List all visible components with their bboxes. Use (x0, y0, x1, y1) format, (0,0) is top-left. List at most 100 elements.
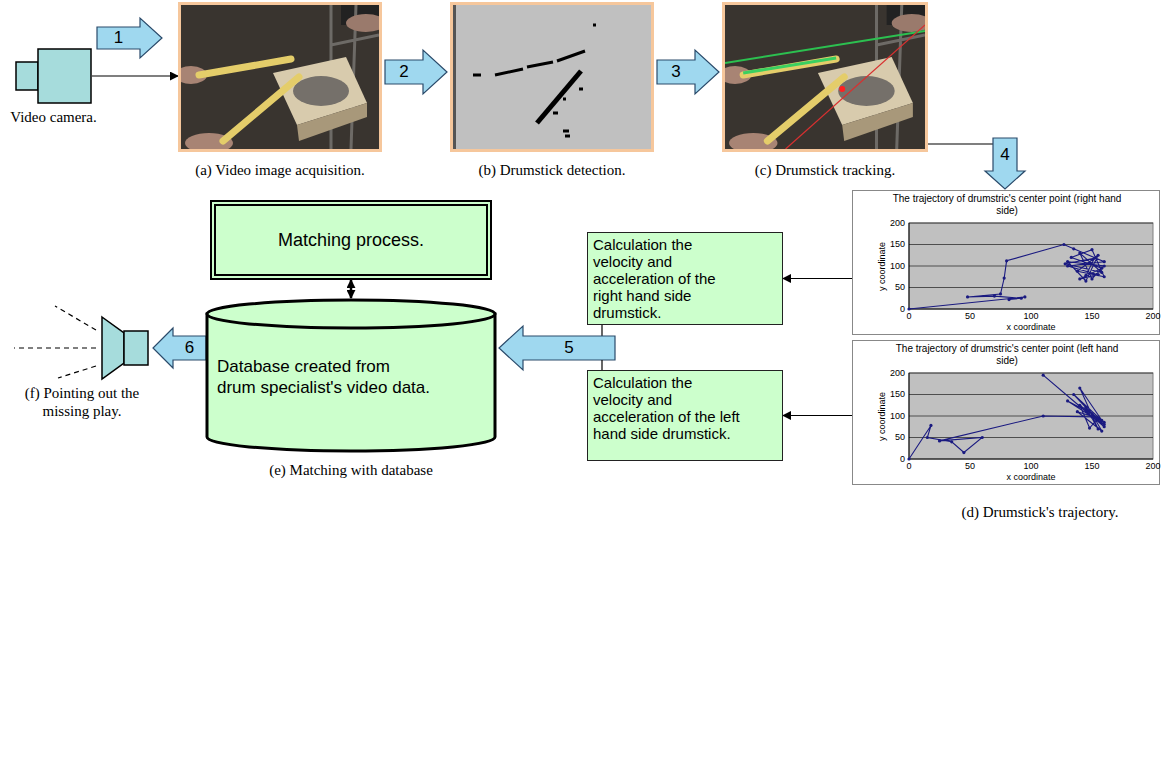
trajectory-point (1100, 271, 1103, 274)
database-text: Database created from drum specialist's … (217, 356, 432, 398)
trajectory-chart: The trajectory of drumstric's center poi… (852, 190, 1160, 335)
connector-line (601, 360, 602, 370)
axis-tick: 200 (890, 368, 905, 379)
axis-tick: 0 (906, 311, 911, 322)
flow-arrow (92, 18, 178, 76)
svg-polygon (102, 317, 124, 379)
connector-line (928, 143, 993, 144)
trajectory-point (907, 307, 910, 310)
step-number: 2 (398, 63, 409, 81)
svg-rect (124, 331, 148, 365)
trajectory-point (1093, 257, 1096, 260)
axis-tick: 100 (1023, 461, 1038, 472)
step-number: 6 (184, 339, 195, 357)
grid-line (909, 373, 1153, 374)
trajectory-point (1100, 429, 1103, 432)
trajectory-point (926, 436, 929, 439)
cylinder-top (207, 300, 495, 328)
block-arrow (499, 326, 615, 370)
shape-rect (453, 5, 651, 149)
axis-tick: 100 (890, 411, 905, 422)
connector-line (92, 75, 178, 76)
connector-line (350, 280, 353, 298)
trajectory-point (1062, 243, 1065, 246)
trajectory-point (966, 295, 969, 298)
trajectory-line (909, 245, 1104, 310)
video-frame: (a) Video image acquisition. (178, 2, 382, 152)
axis-tick: 50 (895, 432, 905, 443)
trajectory-point (1020, 297, 1023, 300)
trajectory-point (1007, 298, 1010, 301)
axis-tick: 0 (900, 304, 905, 315)
trajectory-point (1100, 267, 1103, 270)
trajectory-point (1066, 399, 1069, 402)
grid-line (909, 437, 1153, 438)
grid-line (909, 416, 1153, 417)
shape-polygon (297, 103, 367, 141)
trajectory-point (1003, 276, 1006, 279)
trajectory-point (1100, 419, 1103, 422)
flow-arrow (928, 138, 1025, 189)
trajectory-point (1103, 421, 1106, 424)
shape-line (743, 58, 836, 73)
trajectory-chart: The trajectory of drumstric's center poi… (852, 340, 1160, 485)
trajectory-point (1097, 427, 1100, 430)
chart-title: The trajectory of drumstric's center poi… (887, 193, 1127, 217)
shape-line (199, 59, 291, 75)
shape-line (786, 25, 925, 149)
block-arrow (97, 18, 162, 58)
process-box: Matching process. (210, 200, 492, 280)
process-text: Matching process. (278, 229, 424, 251)
step-number: 4 (999, 146, 1010, 164)
speaker-icon (100, 315, 150, 381)
trajectory-point (1066, 260, 1069, 263)
axis-tick: 200 (1145, 461, 1160, 472)
connector-line (783, 415, 852, 416)
step-number: 3 (670, 63, 681, 81)
caption: (e) Matching with database (269, 461, 433, 479)
axis-tick: 150 (1084, 311, 1099, 322)
block-arrow (985, 138, 1025, 189)
connector-line (783, 278, 852, 279)
axis-tick: 50 (895, 282, 905, 293)
grid-line (909, 394, 1153, 395)
trajectory-point (1090, 277, 1093, 280)
trajectory-point (1078, 252, 1081, 255)
trajectory-point (962, 451, 965, 454)
trajectory-point (1066, 264, 1069, 267)
trajectory-point (950, 440, 953, 443)
flow-arrow (385, 50, 447, 94)
shape-line (725, 31, 925, 63)
caption: (b) Drumstick detection. (478, 161, 625, 179)
trajectory-point (1064, 262, 1067, 265)
trajectory-point (1078, 404, 1081, 407)
shape-ellipse (838, 76, 895, 106)
video-frame: (b) Drumstick detection. (450, 2, 654, 152)
trajectory-point (1084, 406, 1087, 409)
block-arrow (153, 328, 206, 368)
grid-line (909, 244, 1153, 245)
video-image (181, 5, 379, 149)
trajectory-point (1042, 374, 1045, 377)
trajectory-line (909, 375, 1104, 459)
video-image (725, 5, 925, 149)
trajectory-point (1078, 386, 1081, 389)
axis-tick: 0 (900, 454, 905, 465)
trajectory-point (1084, 279, 1087, 282)
step-number: 1 (113, 29, 124, 47)
sound-lines (14, 306, 96, 378)
axis-tick: 150 (890, 389, 905, 400)
svg-rect (909, 373, 1153, 459)
shape-path (495, 51, 585, 75)
trajectory-point (981, 436, 984, 439)
connector-line (783, 278, 852, 279)
process-text: Calculation the velocity and acceleratio… (593, 374, 743, 442)
process-text: Calculation the velocity and acceleratio… (593, 236, 743, 321)
video-frame: (c) Drumstick tracking. (722, 2, 928, 152)
caption: (f) Pointing out the missing play. (23, 384, 141, 420)
svg-rect (909, 223, 1153, 309)
flow-arrow (657, 50, 719, 94)
trajectory-point (929, 424, 932, 427)
video-image (453, 5, 651, 149)
